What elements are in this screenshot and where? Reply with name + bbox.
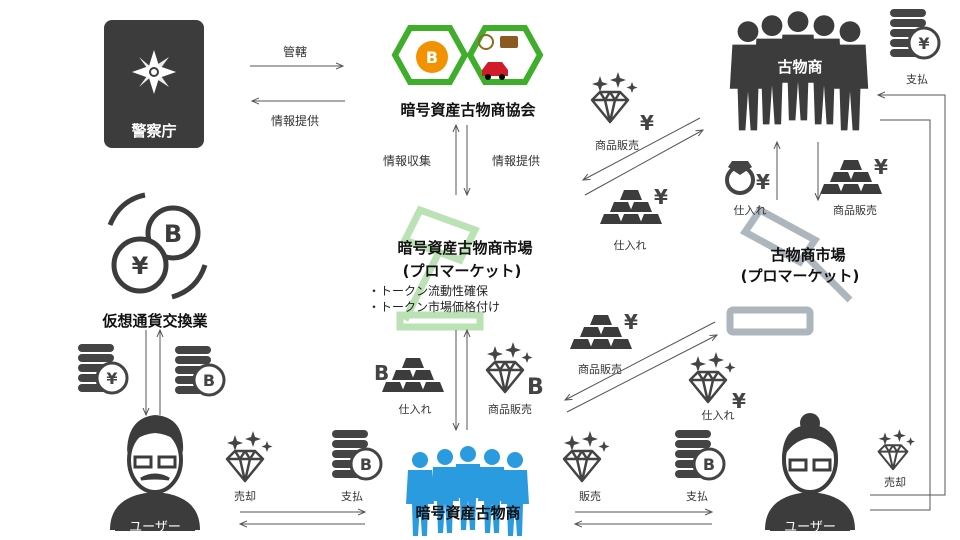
ring-yen-icon: ¥ <box>725 161 770 195</box>
crypto-market-subtitle: (プロマーケット) <box>402 262 522 280</box>
svg-text:¥: ¥ <box>640 111 654 135</box>
info-collect-label: 情報収集 <box>382 154 432 168</box>
bitcoin-coin-stack-icon: B <box>173 344 226 397</box>
jurisdiction-label: 管轄 <box>282 45 308 59</box>
dealer-market-subtitle: (プロマーケット) <box>740 267 860 285</box>
svg-text:B: B <box>203 371 215 390</box>
pay-right-label: 支払 <box>686 490 708 503</box>
gold-bars-yen-icon: ¥ <box>570 310 638 349</box>
svg-text:B: B <box>703 455 715 474</box>
flow-arrows <box>146 66 946 524</box>
svg-text:B: B <box>426 48 438 67</box>
diamond-icon <box>562 429 611 483</box>
gold-bars-bitcoin-icon: B <box>374 358 444 392</box>
crypto-market-bullet: ・トークン流動性確保 <box>368 284 489 298</box>
market-buy-label: 仕入れ <box>398 403 432 416</box>
dealer-market-title: 古物商市場 <box>770 246 846 264</box>
bitcoin-coin-stack-icon: B <box>330 428 383 481</box>
svg-text:B: B <box>164 220 182 248</box>
svg-text:¥: ¥ <box>654 185 668 209</box>
market-sell-label: 商品販売 <box>488 403 532 416</box>
dealer-label: 古物商 <box>777 58 823 76</box>
crypto-dealer-label: 暗号資産古物商 <box>415 504 521 522</box>
svg-text:¥: ¥ <box>624 310 638 334</box>
sale-right-label: 販売 <box>579 490 601 503</box>
dealer-buy-ring-label: 仕入れ <box>733 204 767 217</box>
association-title: 暗号資産古物商協会 <box>400 101 536 119</box>
yen-coin-stack-icon: ¥ <box>76 342 129 395</box>
svg-text:¥: ¥ <box>106 369 117 388</box>
pay-dealer-label: 支払 <box>906 73 928 86</box>
dealer-sell-gold-label: 商品販売 <box>833 204 877 217</box>
cross-sell-label: 商品販売 <box>578 363 622 376</box>
svg-text:B: B <box>527 375 544 400</box>
police-label: 警察庁 <box>131 122 177 140</box>
pay-left-label: 支払 <box>341 490 363 503</box>
bitcoin-coin-stack-icon: B <box>673 428 726 481</box>
info-provide-police-label: 情報提供 <box>270 114 320 128</box>
dealer-sell-top-label: 商品販売 <box>595 139 639 152</box>
diamond-yen-icon: ¥ <box>688 350 746 413</box>
info-provide-market-label: 情報提供 <box>491 154 541 168</box>
svg-text:B: B <box>360 455 372 474</box>
exchange-label: 仮想通貨交換業 <box>102 312 208 330</box>
crypto-market-title: 暗号資産古物商市場 <box>397 239 533 257</box>
user-left-icon <box>110 415 200 531</box>
police-icon <box>104 20 204 148</box>
crypto-market-bullet: ・トークン市場価格付け <box>368 300 501 314</box>
diamond-yen-icon: ¥ <box>590 70 654 135</box>
svg-text:¥: ¥ <box>756 170 770 194</box>
user-right-icon <box>765 413 855 531</box>
gavel-icon-gray <box>726 205 853 336</box>
svg-text:¥: ¥ <box>732 389 746 413</box>
diamond-icon <box>877 428 917 471</box>
dealer-buy-top-label: 仕入れ <box>613 239 647 252</box>
yen-coin-stack-icon: ¥ <box>888 7 941 60</box>
svg-text:B: B <box>374 361 389 385</box>
exchange-icon: B ¥ <box>107 192 208 300</box>
svg-text:¥: ¥ <box>132 252 149 280</box>
svg-text:¥: ¥ <box>918 34 929 53</box>
cross-buy-label: 仕入れ <box>701 409 735 422</box>
sell-left-user-label: 売却 <box>234 490 256 503</box>
user-right-label: ユーザー <box>784 520 836 535</box>
svg-text:¥: ¥ <box>874 155 888 179</box>
gavel-icon-green <box>396 205 484 331</box>
gold-bars-yen-icon: ¥ <box>600 185 668 224</box>
user-left-label: ユーザー <box>129 520 181 535</box>
diamond-icon <box>225 429 274 483</box>
diamond-bitcoin-icon: B <box>485 340 544 400</box>
association-logo: B <box>391 25 544 85</box>
gold-bars-yen-icon: ¥ <box>820 155 888 194</box>
sell-right-user-label: 売却 <box>884 476 906 489</box>
